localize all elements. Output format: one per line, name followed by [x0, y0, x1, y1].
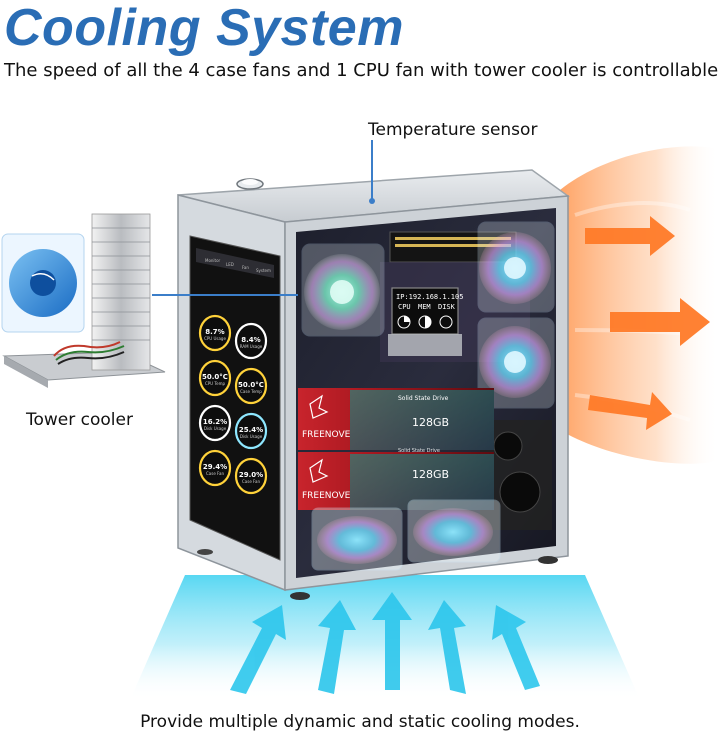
display-gauge-label: CPU Temp [205, 381, 226, 386]
display-gauge-value: 29.4% [203, 463, 227, 471]
display-gauge-value: 16.2% [203, 418, 227, 426]
display-gauge-ring [198, 314, 232, 352]
display-gauge-ring [234, 367, 268, 405]
display-gauge-ring [234, 457, 268, 495]
case-fan-rear-bottom [477, 317, 555, 409]
display-gauge-value: 25.4% [239, 426, 263, 434]
tower-cooler-illustration [1, 213, 166, 388]
display-gauge-ring [234, 412, 268, 450]
display-gauge-ring [198, 449, 232, 487]
display-gauge-label: Case Temp [240, 389, 262, 394]
case-fan-bottom [311, 499, 501, 571]
display-gauge-ring [198, 404, 232, 442]
ssd2-brand: FREENOVE [302, 491, 351, 501]
ssd-stack: FREENOVE FREENOVE Solid State Drive Soli… [298, 388, 494, 510]
motherboard: IP:192.168.1.105 CPU MEM DISK [380, 231, 530, 362]
footer-text: Provide multiple dynamic and static cool… [140, 712, 580, 732]
display-gauge-value: 50.0°C [202, 373, 228, 381]
hot-air-arrow-icon [585, 216, 710, 430]
ssd2-label: Solid State Drive [398, 448, 440, 454]
ssd1-brand: FREENOVE [302, 430, 351, 440]
page-subtitle: The speed of all the 4 case fans and 1 C… [4, 60, 720, 81]
page-title: Cooling System [4, 0, 404, 57]
side-touch-display: Monitor LED Fan System 8.7%CPU Usage 8.4%… [189, 235, 281, 561]
ssd1-label: Solid State Drive [398, 395, 449, 402]
case-fan-rear-top [477, 221, 555, 313]
display-gauge-value: 50.0°C [238, 381, 264, 389]
oled-mem: MEM [418, 303, 431, 311]
display-nav-monitor: Monitor [205, 258, 221, 263]
display-gauge-label: RAM Usage [240, 344, 263, 349]
display-gauge-label: CPU Usage [204, 336, 226, 341]
display-nav-system: System [256, 268, 271, 273]
display-gauge-value: 29.0% [239, 471, 263, 479]
display-gauge-value: 8.4% [241, 336, 260, 344]
callout-tower-cooler: Tower cooler [26, 410, 133, 430]
display-nav-led: LED [226, 262, 234, 267]
oled-cpu: CPU [398, 303, 411, 311]
display-gauge-ring [198, 359, 232, 397]
display-gauge-ring [234, 322, 268, 360]
display-gauge-label: Case Fan [206, 471, 224, 476]
cold-air-arrow-icon [230, 592, 540, 694]
ssd1-capacity: 128GB [412, 416, 449, 429]
case-fan-cpu-area [301, 243, 385, 337]
display-gauge-label: Disk Usage [204, 426, 227, 431]
ssd2-capacity: 128GB [412, 468, 449, 481]
callout-temperature-sensor: Temperature sensor [368, 120, 538, 140]
oled-disk: DISK [438, 303, 456, 311]
display-gauge-value: 8.7% [205, 328, 224, 336]
display-gauge-label: Case Fan [242, 479, 260, 484]
display-gauge-label: Disk Usage [240, 434, 263, 439]
oled-ip: IP:192.168.1.105 [396, 293, 463, 301]
display-nav-fan: Fan [242, 265, 249, 270]
